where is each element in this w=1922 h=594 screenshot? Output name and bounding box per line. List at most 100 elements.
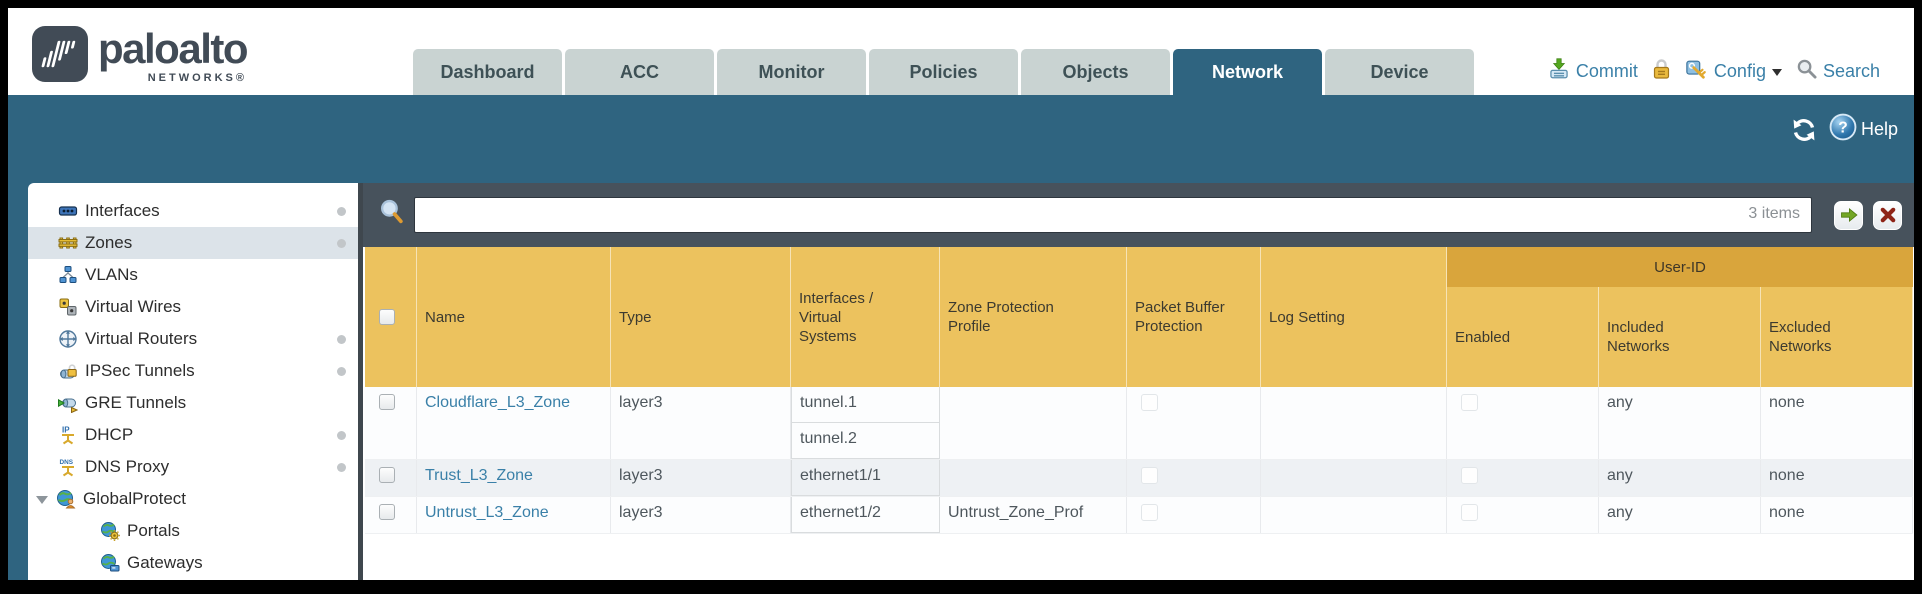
zone-name-link[interactable]: Cloudflare_L3_Zone [425,394,570,411]
packet-buffer-checkbox[interactable] [1141,394,1158,411]
zone-name-link[interactable]: Trust_L3_Zone [425,467,533,484]
dhcp-icon: IP [58,425,78,445]
tab-objects[interactable]: Objects [1021,49,1170,95]
commit-button[interactable]: Commit [1548,57,1638,85]
config-menu-button[interactable]: Config [1685,58,1782,85]
header-utilities: Commit Con [1548,56,1880,86]
excluded-networks-cell: none [1761,387,1913,459]
svg-text:DNS: DNS [60,459,74,466]
refresh-button[interactable] [1791,117,1817,143]
select-all-cell [365,247,417,387]
tab-monitor[interactable]: Monitor [717,49,866,95]
user-id-enabled-cell [1447,460,1599,496]
sidebar-item-label: Interfaces [85,201,160,220]
zone-protection-profile-cell: Untrust_Zone_Prof [940,497,1127,533]
packet-buffer-checkbox[interactable] [1141,467,1158,484]
global-search-button[interactable]: Search [1796,58,1880,84]
tab-acc[interactable]: ACC [565,49,714,95]
column-header-zone-protection-profile[interactable]: Zone Protection Profile [940,247,1127,387]
user-id-enabled-cell [1447,497,1599,533]
packet-buffer-checkbox[interactable] [1141,504,1158,521]
column-header-packet-buffer-protection[interactable]: Packet Buffer Protection [1127,247,1261,387]
virtual-routers-icon [58,329,78,349]
sidebar-item-gre-tunnels[interactable]: GRE Tunnels [28,387,358,419]
sidebar-item-gateways[interactable]: Gateways [28,547,358,579]
brand-subtitle: NETWORKS® [147,72,248,84]
column-header-included-networks[interactable]: Included Networks [1599,287,1761,387]
excluded-networks-cell: none [1761,460,1913,496]
status-dot [337,207,346,216]
zone-name-cell: Trust_L3_Zone [417,460,611,496]
sidebar-splitter[interactable] [358,183,363,580]
zone-type-cell: layer3 [611,497,791,533]
sidebar-item-label: Zones [85,233,133,252]
row-checkbox[interactable] [379,394,395,410]
help-button[interactable]: ? Help [1829,113,1898,146]
row-checkbox[interactable] [379,467,395,483]
zones-table-header: Name Type Interfaces / Virtual Systems Z… [365,247,1913,387]
sidebar-item-label: DHCP [85,425,134,444]
apply-filter-button[interactable] [1834,200,1863,230]
user-id-enabled-checkbox[interactable] [1461,467,1478,484]
sidebar-item-label: Portals [127,521,180,540]
config-label: Config [1713,60,1766,81]
paloalto-logo-text: paloalto NETWORKS® [98,26,249,85]
commit-icon [1548,57,1570,85]
tab-dashboard[interactable]: Dashboard [413,49,562,95]
sidebar-item-portals[interactable]: Portals [28,515,358,547]
sidebar-item-virtual-wires[interactable]: Virtual Wires [28,291,358,323]
row-select-cell [365,387,417,459]
column-header-interfaces[interactable]: Interfaces / Virtual Systems [791,247,940,387]
gateways-icon [100,553,120,573]
zone-type-cell: layer3 [611,387,791,459]
user-id-enabled-checkbox[interactable] [1461,394,1478,411]
interface-name: tunnel.2 [792,423,939,459]
status-dot [337,335,346,344]
config-lock-icon[interactable] [1652,58,1671,85]
row-checkbox[interactable] [379,504,395,520]
sidebar-item-globalprotect[interactable]: GlobalProtect [28,483,358,515]
filter-search-icon [379,199,404,231]
sidebar-item-vlans[interactable]: VLANs [28,259,358,291]
items-count: 3 items [1748,205,1800,222]
column-header-enabled[interactable]: Enabled [1447,287,1599,387]
clear-filter-button[interactable] [1873,200,1902,230]
column-header-log-setting[interactable]: Log Setting [1261,247,1447,387]
sidebar-item-dhcp[interactable]: IP DHCP [28,419,358,451]
tab-policies[interactable]: Policies [869,49,1018,95]
search-label: Search [1822,60,1880,81]
zone-name-link[interactable]: Untrust_L3_Zone [425,504,549,521]
interfaces-icon [58,201,78,221]
select-all-checkbox[interactable] [379,309,395,325]
user-id-enabled-checkbox[interactable] [1461,504,1478,521]
status-dot [337,431,346,440]
commit-label: Commit [1575,60,1638,81]
zone-name-cell: Cloudflare_L3_Zone [417,387,611,459]
sidebar-item-virtual-routers[interactable]: Virtual Routers [28,323,358,355]
sidebar-item-ipsec-tunnels[interactable]: IPSec Tunnels [28,355,358,387]
interface-name: ethernet1/2 [792,497,939,533]
column-header-excluded-networks[interactable]: Excluded Networks [1761,287,1913,387]
filter-input[interactable] [414,197,1812,233]
user-id-enabled-cell [1447,387,1599,459]
packet-buffer-protection-cell [1127,460,1261,496]
column-header-type[interactable]: Type [611,247,791,387]
sidebar-item-zones[interactable]: Zones [28,227,358,259]
included-networks-cell: any [1599,387,1761,459]
tab-network[interactable]: Network [1173,49,1322,95]
filter-strip: 3 items [363,183,1914,247]
tab-device[interactable]: Device [1325,49,1474,95]
packet-buffer-protection-cell [1127,387,1261,459]
user-id-group-header: User-ID [1447,247,1913,287]
zones-main-panel: 3 items Name Type Interfaces / Virtu [363,183,1914,580]
sidebar-item-interfaces[interactable]: Interfaces [28,195,358,227]
included-networks-cell: any [1599,460,1761,496]
column-header-name[interactable]: Name [417,247,611,387]
svg-text:IP: IP [62,426,70,435]
expander-caret-icon[interactable] [36,496,48,510]
